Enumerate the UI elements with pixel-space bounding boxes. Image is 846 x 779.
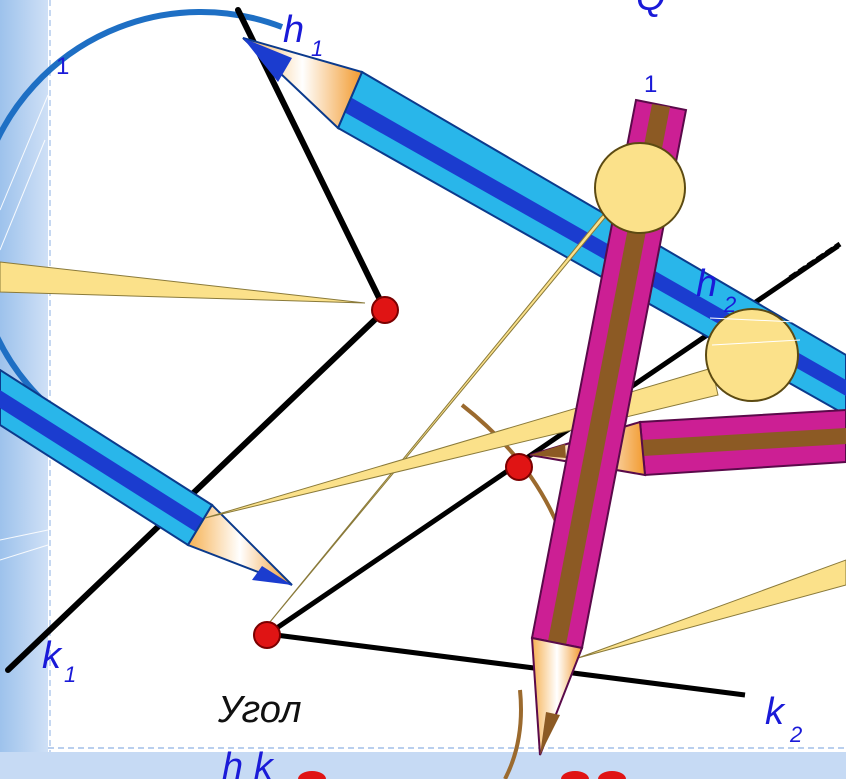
svg-text:2: 2 <box>789 722 802 747</box>
label-k2: k 2 <box>765 691 802 747</box>
vertex-point-1 <box>371 296 399 324</box>
svg-text:k: k <box>42 635 63 677</box>
label-q: Q <box>636 0 666 19</box>
construction-arc-blue <box>0 9 284 453</box>
label-k1: k 1 <box>42 635 76 687</box>
pencil-number-left: 1 <box>56 53 69 80</box>
caption-angle: Угол <box>217 689 302 731</box>
pencil-icon <box>530 98 688 756</box>
svg-text:h: h <box>696 263 717 305</box>
pencil-number-top: 1 <box>644 71 657 98</box>
compass-icon <box>0 261 366 304</box>
svg-text:k: k <box>765 691 786 733</box>
svg-text:2: 2 <box>723 292 736 317</box>
pencil-icon <box>0 368 293 586</box>
caption-hk: h k <box>222 746 275 779</box>
label-h1: h 1 <box>283 9 323 61</box>
bottom-red-mark <box>561 771 589 779</box>
svg-text:1: 1 <box>64 662 76 687</box>
vertex-point-3 <box>253 621 281 649</box>
svg-text:1: 1 <box>311 36 323 61</box>
bottom-red-mark <box>298 771 326 779</box>
bottom-border-decoration <box>0 752 846 779</box>
vertex-point-2 <box>505 453 533 481</box>
compass-head <box>594 142 686 234</box>
compass-head <box>705 308 799 402</box>
bottom-red-mark <box>598 771 626 779</box>
ray-k2 <box>267 631 746 698</box>
label-h2: h 2 <box>696 263 736 317</box>
svg-text:h: h <box>283 9 304 51</box>
ray-k1 <box>5 307 388 673</box>
